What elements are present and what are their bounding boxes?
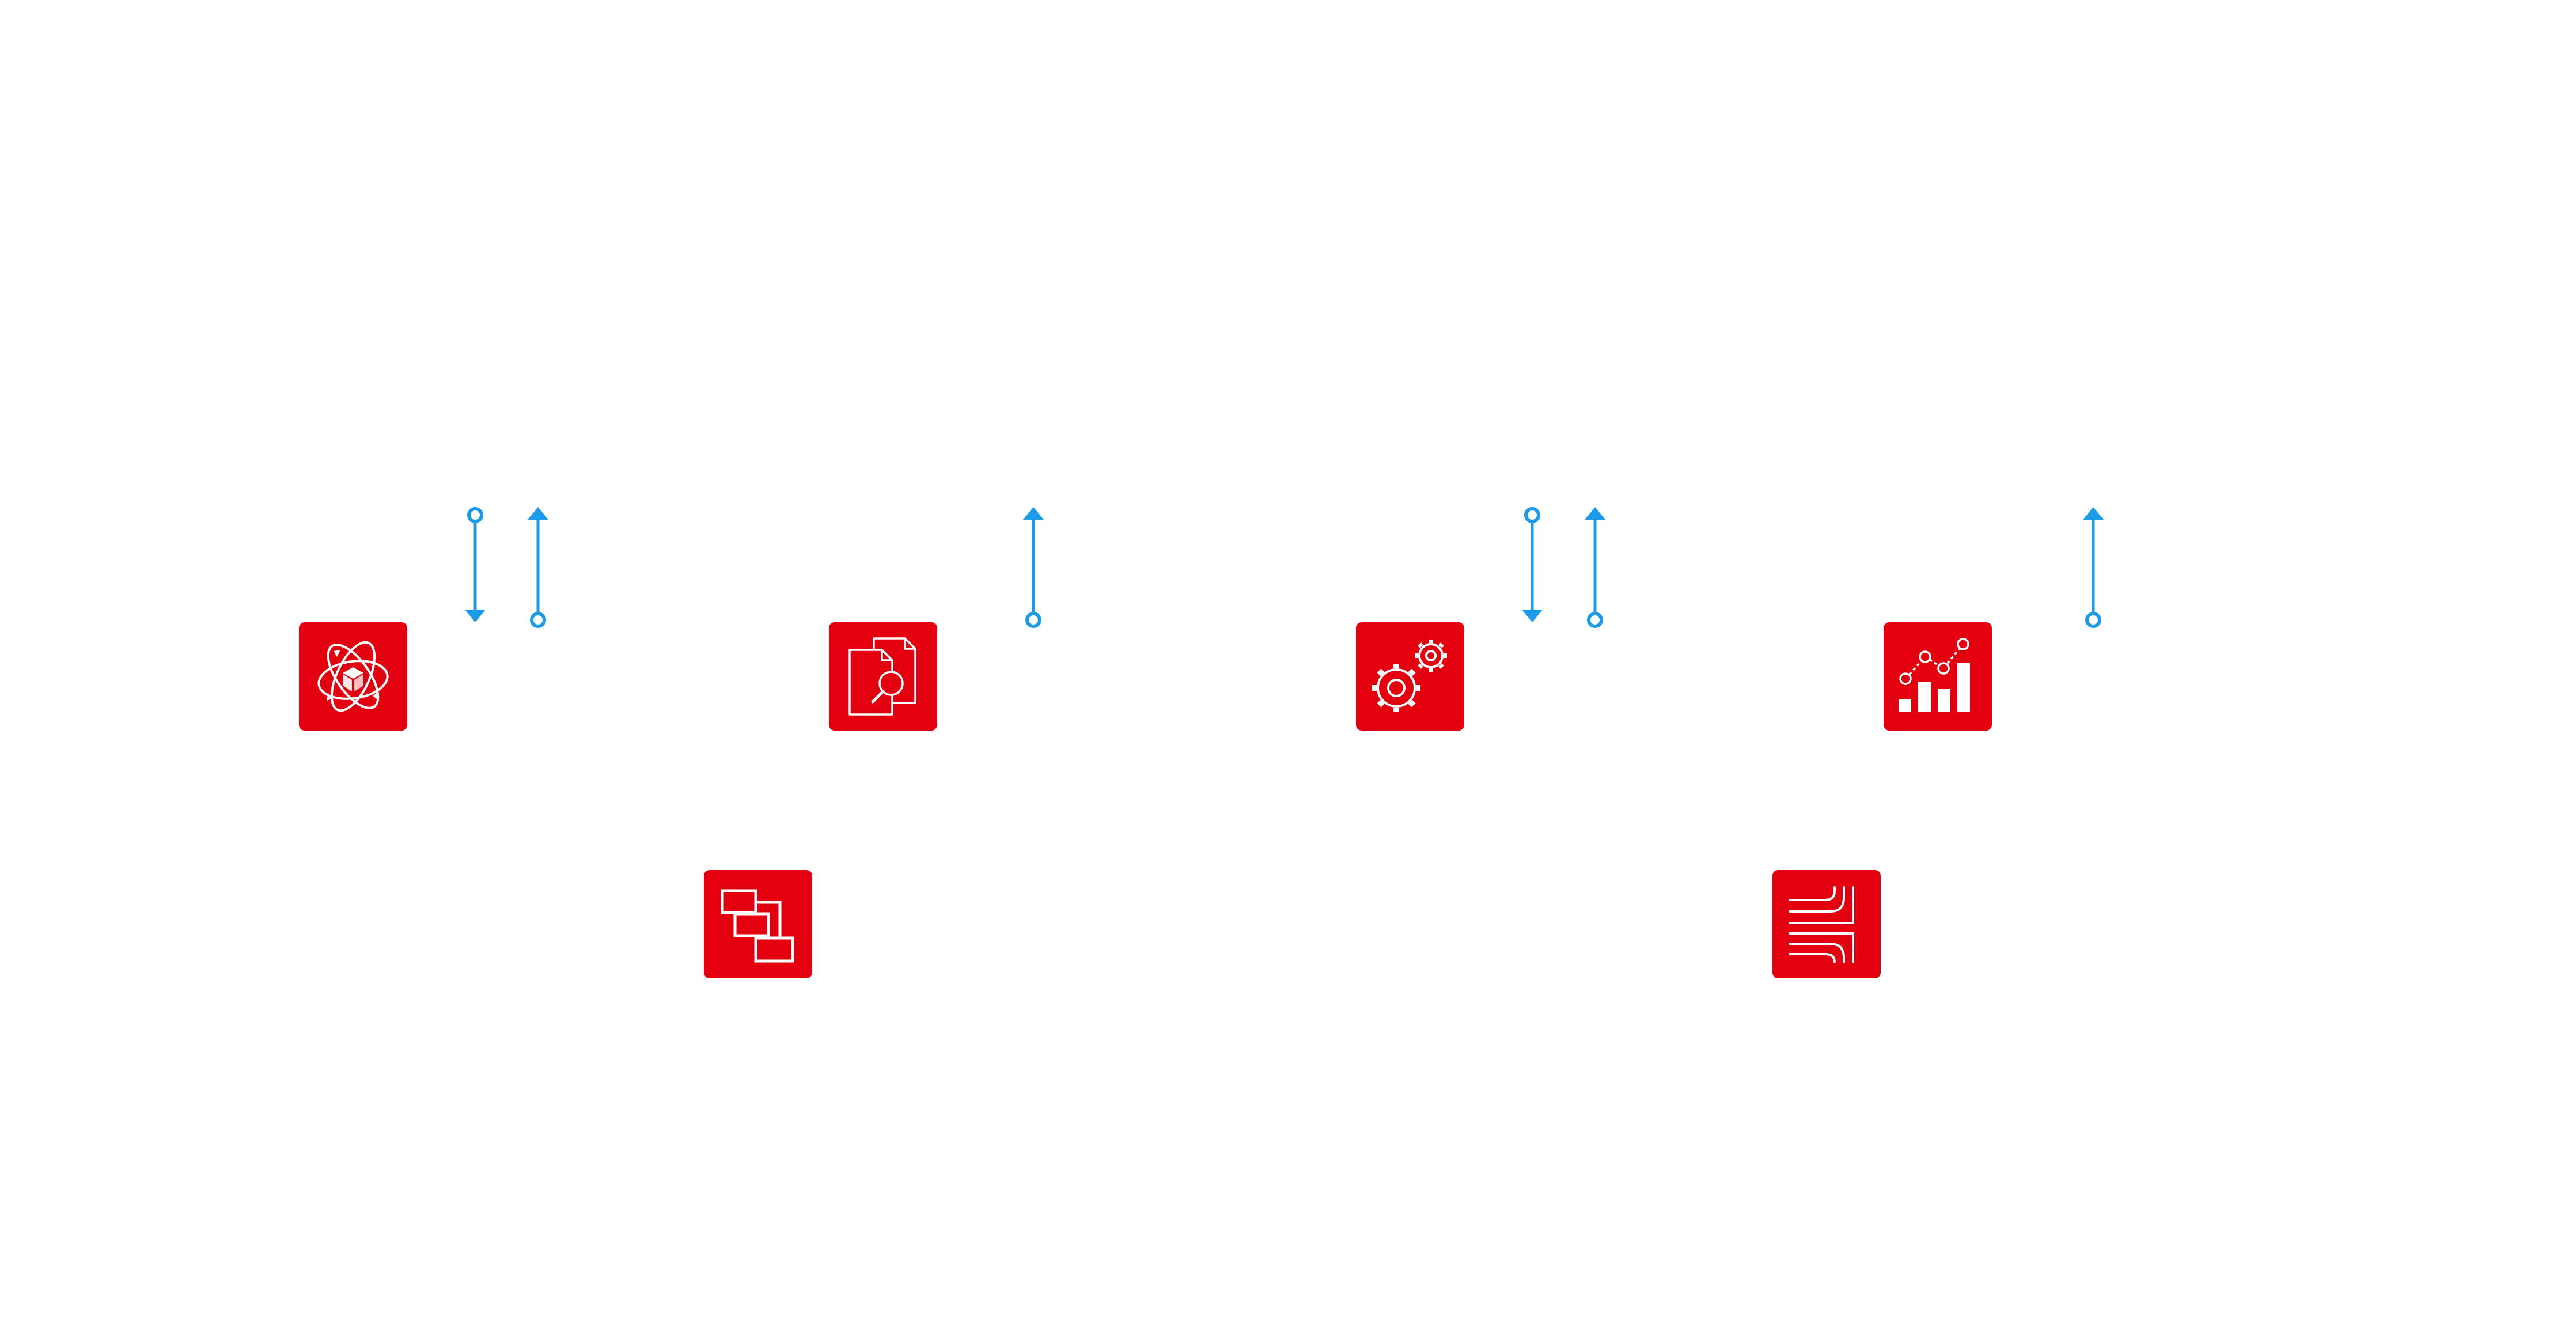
connector-up xyxy=(1584,507,1607,628)
connector-down xyxy=(464,507,487,628)
connector-up xyxy=(1022,507,1045,628)
bar-chart-trend-icon xyxy=(1884,622,1992,731)
connector-down xyxy=(1521,507,1544,628)
flow-boxes-icon xyxy=(704,870,812,978)
gears-icon xyxy=(1356,622,1464,731)
connector-up xyxy=(2082,507,2105,628)
document-search-icon xyxy=(829,622,937,731)
merge-lines-icon xyxy=(1772,870,1881,978)
connector-up xyxy=(526,507,550,628)
orbit-cube-icon xyxy=(299,622,407,731)
